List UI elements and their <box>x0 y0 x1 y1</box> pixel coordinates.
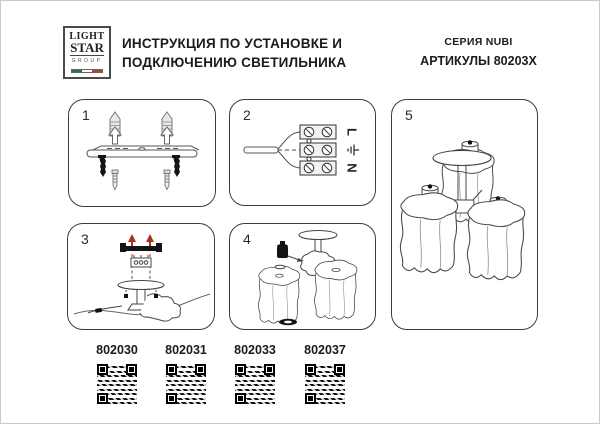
step2-diagram-wiring: L N <box>243 124 360 176</box>
terminal-block-icon <box>299 124 337 176</box>
mounting-plate-icon <box>86 145 200 158</box>
logo-text-star: STAR <box>70 40 104 56</box>
step5-diagram-assembled-chandelier <box>399 139 526 281</box>
cloud-shade-icon <box>314 259 358 320</box>
logo-text-light: LIGHT <box>69 31 105 42</box>
articles-label: АРТИКУЛЫ 80203X <box>420 54 537 68</box>
series-block: СЕРИЯ NUBI АРТИКУЛЫ 80203X <box>391 36 566 68</box>
lamp-socket-icon <box>277 241 304 262</box>
article-number: 802033 <box>234 343 276 357</box>
step-number-3: 3 <box>81 231 89 247</box>
step4-diagram-shade-assembly <box>258 230 358 326</box>
qr-code <box>305 364 345 404</box>
step1-diagram-mounting-plate <box>86 111 200 191</box>
cloud-shade-icon <box>399 192 459 274</box>
cloud-shade-icon <box>466 199 526 281</box>
wire-plug-icon <box>87 305 123 314</box>
terminal-block-small-icon <box>130 255 152 268</box>
black-screw-icon <box>172 155 180 177</box>
mounting-screw-icon <box>163 169 171 191</box>
black-screw-icon <box>98 155 106 177</box>
step-panel-1: 1 <box>68 99 216 207</box>
step-panel-2: 2 <box>229 99 376 206</box>
chandelier-arm-blob <box>139 293 181 322</box>
step-panel-5: 5 <box>391 99 538 330</box>
qr-code <box>166 364 206 404</box>
ceiling-dish-icon <box>432 149 492 200</box>
qr-code <box>235 364 275 404</box>
page-title-line2: ПОДКЛЮЧЕНИЮ СВЕТИЛЬНИКА <box>122 55 347 70</box>
page-title-line1: ИНСТРУКЦИЯ ПО УСТАНОВКЕ И <box>122 36 343 51</box>
article-item: 802031 <box>152 343 220 404</box>
step-panel-3: 3 <box>67 223 215 330</box>
article-item: 802037 <box>291 343 359 404</box>
article-number: 802030 <box>96 343 138 357</box>
page-title: ИНСТРУКЦИЯ ПО УСТАНОВКЕ И ПОДКЛЮЧЕНИЮ СВ… <box>122 34 346 72</box>
step-number-4: 4 <box>243 231 251 247</box>
wall-anchor-icon <box>108 111 122 145</box>
live-label: L <box>345 128 360 136</box>
decorative-ring-icon <box>279 318 297 326</box>
article-item: 802033 <box>221 343 289 404</box>
step-number-5: 5 <box>405 107 413 123</box>
article-number: 802037 <box>304 343 346 357</box>
cloud-shade-icon <box>258 265 301 325</box>
mounting-screw-icon <box>111 169 119 191</box>
lightstar-logo: LIGHT STAR GROUP <box>63 26 111 79</box>
italian-flag-stripe-icon <box>71 69 103 73</box>
step3-diagram-canopy-mounting <box>73 234 211 322</box>
step-number-2: 2 <box>243 107 251 123</box>
neutral-label: N <box>345 163 360 172</box>
step-panel-4: 4 <box>229 223 376 330</box>
step-number-1: 1 <box>82 107 90 123</box>
series-name: СЕРИЯ NUBI <box>444 36 513 48</box>
canopy-icon <box>298 230 338 254</box>
qr-code <box>97 364 137 404</box>
wall-anchor-icon <box>160 111 174 145</box>
mounted-bracket-icon <box>120 243 162 252</box>
article-number: 802031 <box>165 343 207 357</box>
shade-holder-icon <box>274 264 286 270</box>
earth-icon <box>347 144 359 156</box>
logo-text-group: GROUP <box>71 58 103 64</box>
small-black-screw-icon <box>124 290 158 298</box>
article-item: 802030 <box>83 343 151 404</box>
power-cable-icon <box>243 131 301 169</box>
